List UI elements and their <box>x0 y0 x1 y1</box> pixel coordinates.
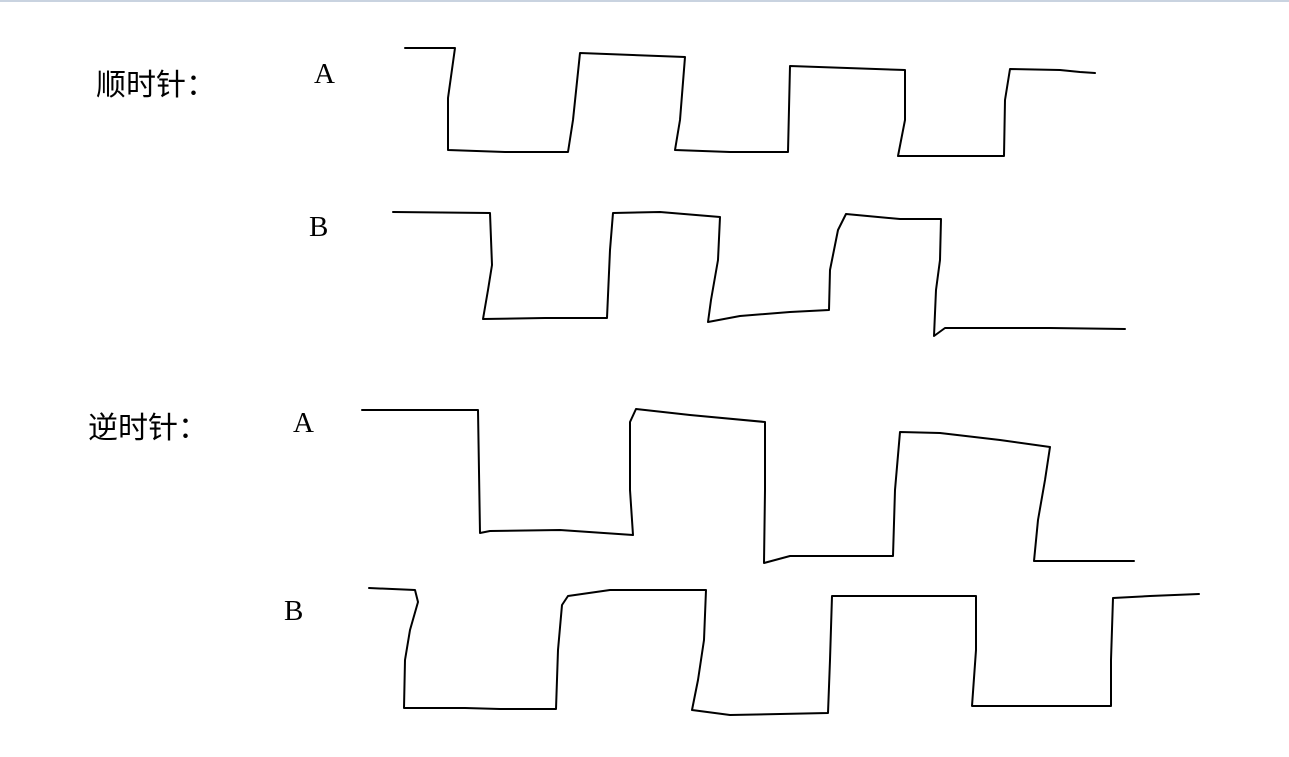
counterclockwise-channel-b-label: B <box>284 595 304 627</box>
counterclockwise-channel-a-waveform <box>361 408 1135 564</box>
window-top-border <box>0 0 1289 2</box>
counterclockwise-channel-a-label: A <box>293 407 314 439</box>
clockwise-channel-b-label: B <box>309 211 329 243</box>
clockwise-channel-a-label: A <box>314 58 335 90</box>
counterclockwise-channel-b-waveform <box>368 587 1200 716</box>
counterclockwise-label: 逆时针： <box>88 411 208 446</box>
clockwise-label: 顺时针： <box>96 68 216 103</box>
clockwise-channel-b-waveform <box>392 211 1126 337</box>
clockwise-channel-a-waveform <box>404 47 1096 157</box>
